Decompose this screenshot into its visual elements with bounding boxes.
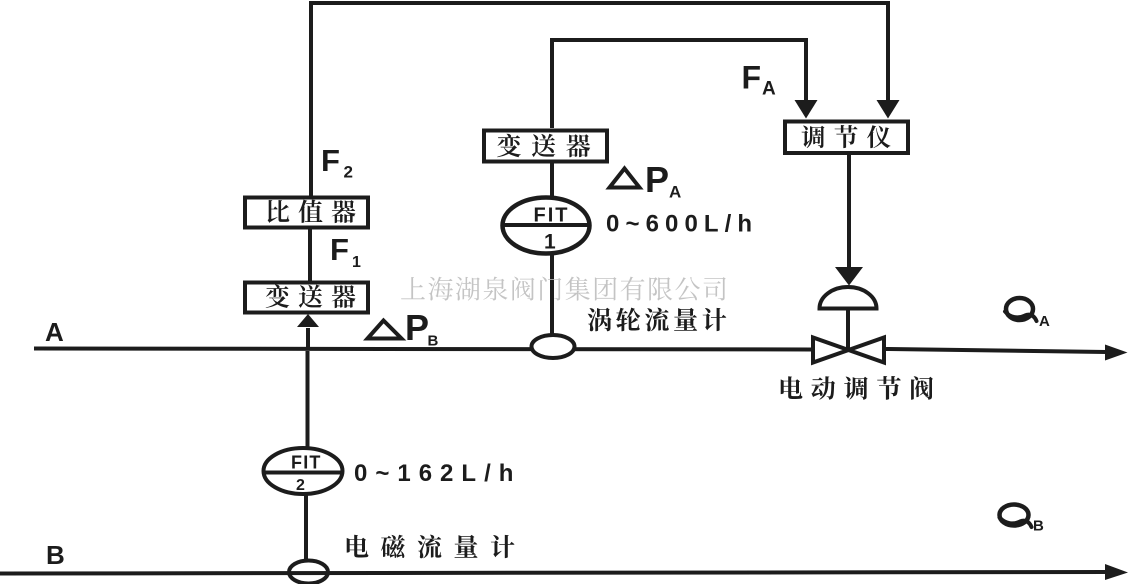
svg-text:1: 1 xyxy=(544,231,556,254)
svg-text:A: A xyxy=(762,79,776,100)
svg-text:B: B xyxy=(428,333,439,350)
svg-text:A: A xyxy=(669,183,681,202)
svg-text:0~162L/h: 0~162L/h xyxy=(354,460,521,487)
svg-text:0~600L/h: 0~600L/h xyxy=(606,211,758,238)
svg-text:F: F xyxy=(321,143,340,178)
svg-text:2: 2 xyxy=(344,163,353,182)
svg-text:P: P xyxy=(645,159,669,200)
svg-text:F: F xyxy=(742,60,762,96)
svg-text:F: F xyxy=(330,232,349,267)
svg-text:2: 2 xyxy=(296,477,305,494)
svg-text:A: A xyxy=(45,317,64,347)
svg-text:A: A xyxy=(1039,313,1050,330)
svg-text:FIT: FIT xyxy=(534,205,570,227)
svg-text:1: 1 xyxy=(352,254,361,271)
svg-text:B: B xyxy=(46,540,65,570)
svg-text:B: B xyxy=(1033,518,1044,535)
svg-text:FIT: FIT xyxy=(291,453,322,473)
svg-text:P: P xyxy=(405,307,429,348)
